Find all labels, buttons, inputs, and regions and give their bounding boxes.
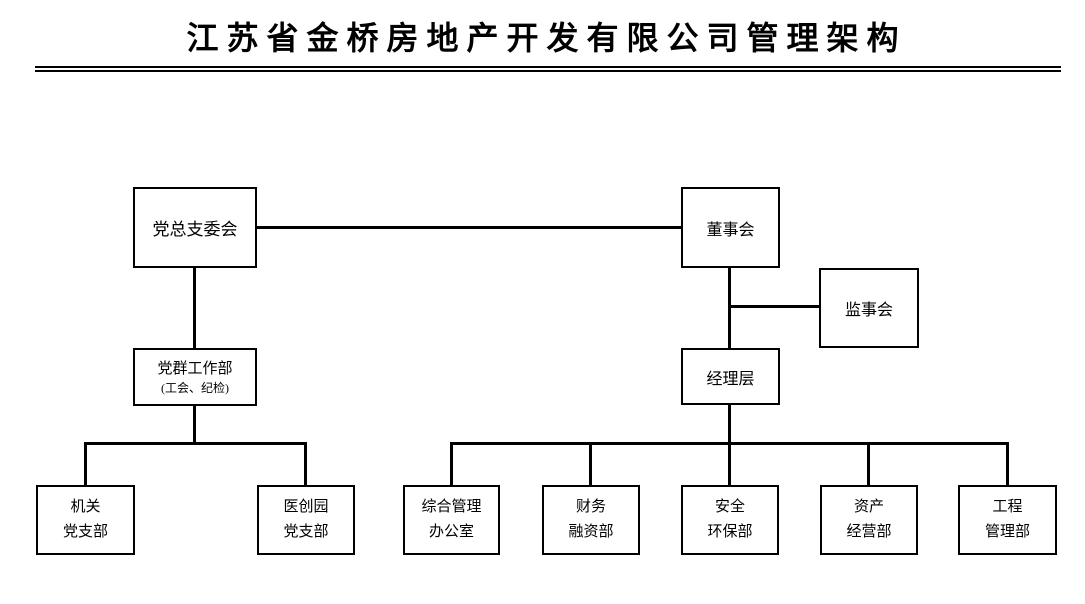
- node-party-masses-dept-sublabel: (工会、纪检): [161, 380, 229, 395]
- node-safety-env-dept: 安全 环保部: [681, 485, 779, 555]
- title-divider: [35, 66, 1061, 72]
- node-finance-financing-dept: 财务 融资部: [542, 485, 640, 555]
- connector-party-board-line: [257, 226, 681, 229]
- node-party-masses-dept-label: 党群工作部: [157, 360, 233, 377]
- node-party-committee-label: 党总支委会: [152, 220, 238, 239]
- node-supervisory-board: 监事会: [819, 268, 919, 348]
- connector-drop-finance-line: [589, 442, 592, 485]
- node-board-of-directors-label: 董事会: [706, 221, 755, 239]
- node-yichuangyuan-party-branch: 医创园 党支部: [257, 485, 355, 555]
- connector-board-management-line: [728, 268, 731, 348]
- connector-drop-yichuangyuan-line: [304, 442, 307, 485]
- node-asset-operation-dept-line1: 资产: [853, 499, 884, 515]
- page-title: 江苏省金桥房地产开发有限公司管理架构: [186, 20, 907, 56]
- connector-supervisory-line: [730, 305, 819, 308]
- node-supervisory-board-label: 监事会: [844, 302, 893, 319]
- connector-right-tree-horizontal-line: [450, 442, 1009, 445]
- node-yichuangyuan-party-branch-line2: 党支部: [283, 524, 329, 540]
- connector-drop-organ-branch-line: [84, 442, 87, 485]
- node-engineering-mgmt-dept-line2: 管理部: [984, 524, 1030, 540]
- connector-masses-down-line: [193, 406, 196, 445]
- node-finance-financing-dept-line2: 融资部: [568, 524, 614, 540]
- node-party-committee: 党总支委会: [133, 187, 257, 268]
- node-finance-financing-dept-line1: 财务: [575, 499, 606, 515]
- connector-left-tree-horizontal-line: [84, 442, 307, 445]
- node-organ-party-branch-line2: 党支部: [62, 524, 108, 540]
- node-board-of-directors: 董事会: [681, 187, 780, 268]
- connector-drop-general-office-line: [450, 442, 453, 485]
- node-organ-party-branch-line1: 机关: [70, 499, 101, 515]
- node-engineering-mgmt-dept: 工程 管理部: [958, 485, 1057, 555]
- node-yichuangyuan-party-branch-line1: 医创园: [283, 499, 329, 515]
- node-safety-env-dept-line1: 安全: [714, 499, 745, 515]
- connector-drop-assets-line: [867, 442, 870, 485]
- node-organ-party-branch: 机关 党支部: [36, 485, 135, 555]
- node-party-masses-dept: 党群工作部 (工会、纪检): [133, 348, 257, 406]
- node-engineering-mgmt-dept-line1: 工程: [992, 499, 1023, 515]
- node-general-admin-office-line2: 办公室: [428, 524, 474, 540]
- connector-party-masses-line: [193, 268, 196, 348]
- connector-management-down-line: [728, 405, 731, 485]
- node-management-team-label: 经理层: [706, 370, 755, 388]
- node-asset-operation-dept: 资产 经营部: [820, 485, 918, 555]
- node-safety-env-dept-line2: 环保部: [707, 524, 753, 540]
- node-management-team: 经理层: [681, 348, 780, 405]
- node-general-admin-office-line1: 综合管理: [421, 499, 482, 515]
- connector-drop-engineering-line: [1006, 442, 1009, 485]
- node-asset-operation-dept-line2: 经营部: [846, 524, 892, 540]
- node-general-admin-office: 综合管理 办公室: [403, 485, 500, 555]
